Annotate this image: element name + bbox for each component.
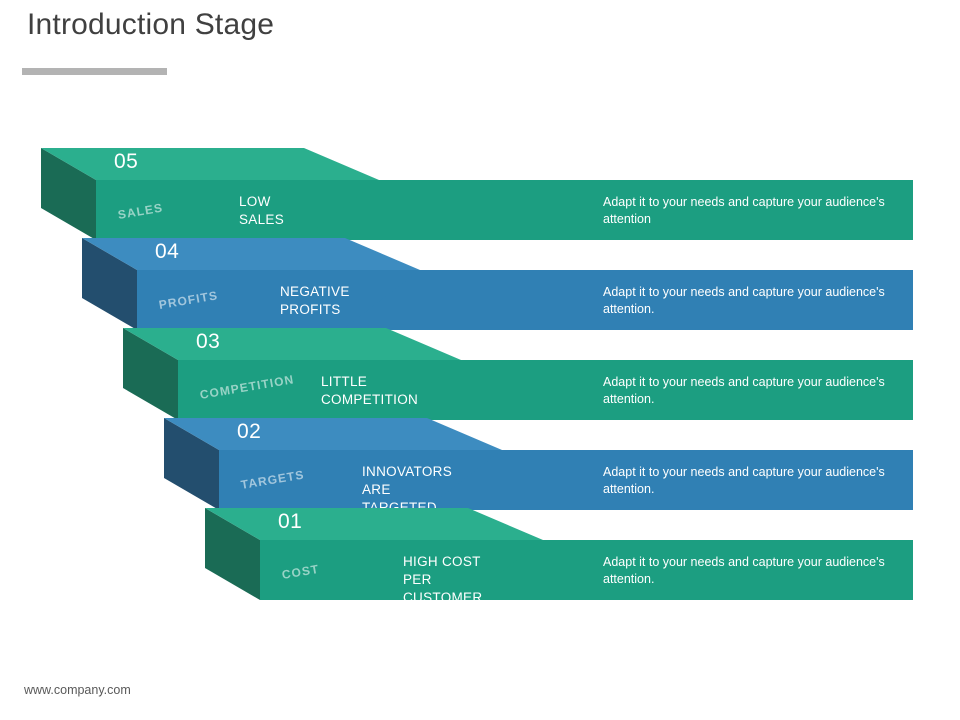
stage-number: 05 <box>114 150 139 173</box>
title-underline-rule <box>22 68 167 75</box>
stage-description: Adapt it to your needs and capture your … <box>603 285 885 316</box>
block-shape-icon <box>41 148 379 240</box>
stage-title: NEGATIVE PROFITS <box>280 284 350 317</box>
stage-number: 03 <box>196 330 221 353</box>
stage-number: 04 <box>155 240 180 263</box>
stage-description: Adapt it to your needs and capture your … <box>603 375 885 406</box>
stage-title: HIGH COST PER CUSTOMER ACQUIRED <box>403 554 483 623</box>
stage-description: Adapt it to your needs and capture your … <box>603 195 885 226</box>
block-shape-icon <box>123 328 461 420</box>
stage-number: 01 <box>278 510 303 533</box>
block-shape-icon <box>205 508 543 600</box>
stage-number: 02 <box>237 420 262 443</box>
stage-description: Adapt it to your needs and capture your … <box>603 555 885 586</box>
footer-website: www.company.com <box>24 683 131 697</box>
block-shape-icon <box>164 418 502 510</box>
stage-description: Adapt it to your needs and capture your … <box>603 465 885 496</box>
stage-title: LOW SALES <box>239 194 285 227</box>
stage-title: LITTLE COMPETITION <box>321 374 419 407</box>
block-shape-icon <box>82 238 420 330</box>
page-title: Introduction Stage <box>27 8 275 41</box>
